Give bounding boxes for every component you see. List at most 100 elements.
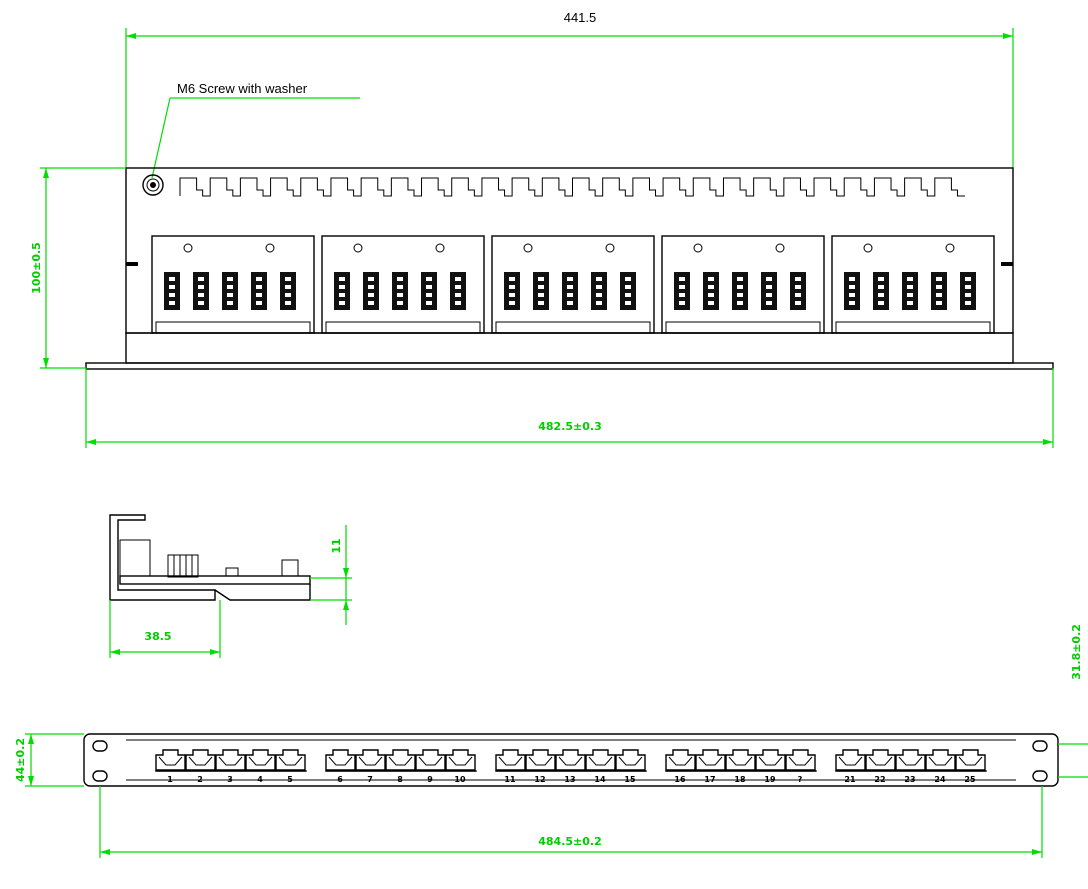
rj45-port-icon: 5: [275, 749, 306, 784]
side-view: 11 38.5: [109, 514, 352, 658]
port-number-label: 7: [367, 775, 373, 784]
port-number-label: 11: [504, 775, 516, 784]
rack-mount-hole-icon: [92, 740, 1048, 782]
port-number-label: 3: [227, 775, 233, 784]
idc-terminal: [193, 272, 209, 310]
idc-terminal: [450, 272, 466, 310]
port-number-label: 24: [934, 775, 946, 784]
port-number-label: 21: [844, 775, 856, 784]
rj45-port-icon: 18: [725, 749, 756, 784]
idc-modules: [126, 235, 1013, 334]
rj45-port-icon: 19: [755, 749, 786, 784]
idc-module: [661, 235, 825, 334]
port-number-label: 15: [624, 775, 636, 784]
top-view: 441.5 M6 Screw with washer: [30, 10, 1054, 448]
idc-module: [321, 235, 485, 334]
dim-top-height-label: 100±0.5: [30, 242, 43, 294]
dim-top-height: [40, 167, 126, 369]
dim-side-height: [310, 525, 352, 625]
rj45-port-icon: 15: [615, 749, 646, 784]
rj45-port-icon: 22: [865, 749, 896, 784]
side-nut: [281, 559, 299, 577]
top-flange: [85, 362, 1054, 370]
dim-side-height-label: 11: [330, 538, 343, 553]
idc-terminal: [421, 272, 437, 310]
rj45-port-icon: 23: [895, 749, 926, 784]
side-rail: [214, 584, 311, 601]
idc-terminal: [363, 272, 379, 310]
idc-terminal: [902, 272, 918, 310]
port-number-label: 22: [874, 775, 885, 784]
dim-front-right: [1058, 743, 1088, 778]
rj45-port-icon: 12: [525, 749, 556, 784]
dim-front-height-label: 44±0.2: [14, 738, 27, 782]
idc-module: [491, 235, 655, 334]
dim-side-total-label: 31.8±0.2: [1070, 624, 1083, 680]
idc-terminal: [732, 272, 748, 310]
port-number-label: ?: [798, 775, 803, 784]
port-number-label: 25: [964, 775, 976, 784]
port-number-label: 1: [167, 775, 173, 784]
rj45-port-icon: 9: [415, 749, 446, 784]
cable-slot-comb: [179, 177, 965, 197]
idc-terminal: [873, 272, 889, 310]
port-group: 21 22 23 24 25: [835, 749, 987, 784]
port-number-label: 12: [534, 775, 545, 784]
idc-module: [831, 235, 995, 334]
idc-terminal: [931, 272, 947, 310]
port-number-label: 10: [454, 775, 466, 784]
rj45-port-icon: 24: [925, 749, 956, 784]
side-component: [225, 567, 239, 577]
rj45-port-icon: 10: [445, 749, 476, 784]
port-number-label: 17: [704, 775, 715, 784]
rj45-port-icon: 16: [665, 749, 696, 784]
port-number-label: 16: [674, 775, 686, 784]
dim-side-depth: [109, 600, 221, 658]
dim-overall-width: [85, 368, 1054, 448]
port-number-label: 13: [564, 775, 575, 784]
idc-terminal: [504, 272, 520, 310]
rj45-port-icon: ?: [785, 749, 816, 784]
idc-terminal: [761, 272, 777, 310]
idc-terminal: [392, 272, 408, 310]
idc-terminal: [251, 272, 267, 310]
rj45-port-icon: 1: [155, 749, 186, 784]
port-number-label: 9: [427, 775, 433, 784]
port-number-label: 8: [397, 775, 403, 784]
dim-overall-width-label: 482.5±0.3: [538, 420, 602, 433]
dim-side-depth-label: 38.5: [144, 630, 171, 643]
rj45-port-icon: 6: [325, 749, 356, 784]
rj45-port-icon: 14: [585, 749, 616, 784]
dim-front-height: [25, 733, 84, 787]
dim-top-width: [125, 28, 1014, 168]
idc-terminal: [790, 272, 806, 310]
rj45-port-icon: 4: [245, 749, 276, 784]
port-number-label: 19: [764, 775, 776, 784]
idc-terminal: [562, 272, 578, 310]
idc-terminal: [222, 272, 238, 310]
idc-terminal: [591, 272, 607, 310]
dim-front-width: [99, 786, 1043, 858]
rj45-port-icon: 21: [835, 749, 866, 784]
port-group: 11 12 13 14 15: [495, 749, 647, 784]
rj45-port-icon: 8: [385, 749, 416, 784]
screw-callout-leader: [151, 97, 360, 179]
port-group: 6 7 8 9 10: [325, 749, 477, 784]
screw-callout-label: M6 Screw with washer: [177, 81, 308, 96]
side-jack: [119, 539, 151, 577]
idc-terminal: [844, 272, 860, 310]
port-number-label: 2: [197, 775, 203, 784]
idc-terminal: [703, 272, 719, 310]
idc-terminal: [533, 272, 549, 310]
idc-module: [151, 235, 315, 334]
idc-terminal: [280, 272, 296, 310]
idc-terminal: [164, 272, 180, 310]
dim-front-width-label: 484.5±0.2: [538, 835, 602, 848]
rj45-port-icon: 13: [555, 749, 586, 784]
idc-terminal: [620, 272, 636, 310]
port-group: 16 17 18 19?: [665, 749, 817, 784]
